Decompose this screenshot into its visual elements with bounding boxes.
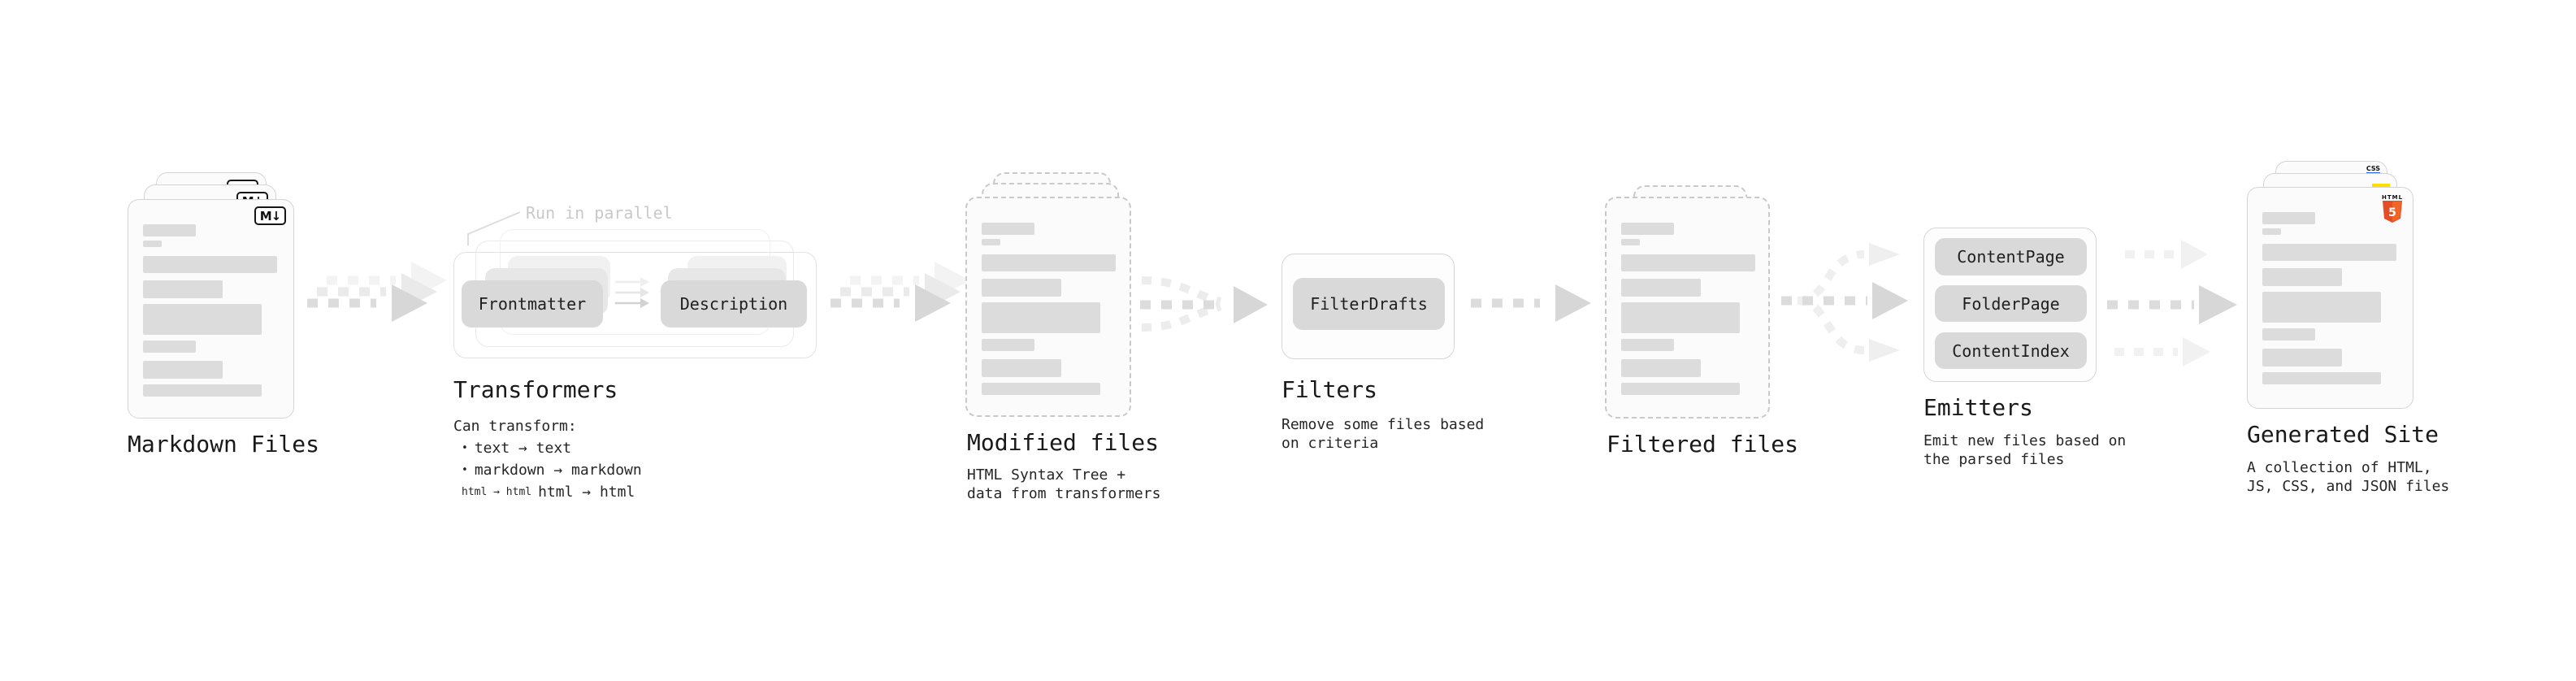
skeleton-bar bbox=[1621, 302, 1740, 333]
skeleton-bar bbox=[982, 383, 1100, 395]
skeleton-bar bbox=[143, 340, 196, 353]
skeleton-bar bbox=[143, 224, 196, 236]
filters-description: Remove some files based on criteria bbox=[1281, 415, 1484, 453]
description-line: HTML Syntax Tree + bbox=[967, 466, 1126, 484]
bullet-icon: html → html bbox=[462, 486, 532, 498]
skeleton-bar bbox=[143, 280, 223, 298]
skeleton-bar bbox=[1621, 223, 1674, 235]
transformers-description: Can transform: • text → text • markdown → … bbox=[453, 415, 642, 503]
file-skeleton bbox=[982, 223, 1116, 395]
html5-icon: HTML 5 bbox=[2382, 194, 2403, 226]
bullet-text: markdown → markdown bbox=[474, 462, 642, 479]
skeleton-bar bbox=[143, 241, 162, 247]
transformers-bullet: html → html html → html bbox=[453, 481, 642, 503]
emitters-label: Emitters bbox=[1923, 394, 2033, 421]
html5-shield: 5 bbox=[2383, 201, 2402, 223]
skeleton-bar bbox=[1621, 239, 1640, 245]
skeleton-bar bbox=[982, 359, 1061, 377]
html5-icon-text: HTML bbox=[2382, 194, 2404, 201]
skeleton-bar bbox=[2262, 268, 2342, 286]
markdown-file-card: M↓ bbox=[128, 199, 294, 419]
skeleton-bar bbox=[1621, 254, 1755, 271]
skeleton-bar bbox=[143, 304, 262, 335]
skeleton-bar bbox=[982, 302, 1100, 333]
skeleton-bar bbox=[982, 279, 1061, 297]
run-in-parallel-annotation: Run in parallel bbox=[526, 203, 673, 223]
description-line: the parsed files bbox=[1923, 451, 2065, 468]
filtered-files-label: Filtered files bbox=[1607, 431, 1799, 458]
description-line: Remove some files based bbox=[1281, 416, 1485, 433]
html-file-card: HTML 5 bbox=[2247, 187, 2413, 409]
description-pill: Description bbox=[661, 280, 807, 327]
bullet-icon: • bbox=[462, 442, 468, 454]
filters-label: Filters bbox=[1281, 376, 1378, 403]
generated-site-description: A collection of HTML, JS, CSS, and JSON … bbox=[2247, 458, 2449, 496]
folderpage-pill: FolderPage bbox=[1935, 285, 2087, 322]
transformers-bullet: • markdown → markdown bbox=[453, 459, 642, 481]
filters-card: FilterDrafts bbox=[1281, 254, 1455, 359]
skeleton-bar bbox=[2262, 328, 2315, 340]
skeleton-bar bbox=[1621, 279, 1701, 297]
transformers-subtitle: Can transform: bbox=[453, 418, 577, 435]
skeleton-bar bbox=[1621, 339, 1674, 351]
svg-text:5: 5 bbox=[2388, 206, 2396, 219]
skeleton-bar bbox=[2262, 228, 2281, 235]
skeleton-bar bbox=[2262, 244, 2396, 261]
markdown-files-label: Markdown Files bbox=[128, 431, 320, 458]
generated-site-label: Generated Site bbox=[2247, 421, 2439, 448]
description-line: A collection of HTML, bbox=[2247, 459, 2432, 476]
filterdrafts-pill: FilterDrafts bbox=[1293, 278, 1445, 330]
skeleton-bar bbox=[2262, 349, 2342, 367]
emitters-description: Emit new files based on the parsed files bbox=[1923, 432, 2126, 469]
description-line: JS, CSS, and JSON files bbox=[2247, 478, 2450, 495]
emitters-card: ContentPage FolderPage ContentIndex bbox=[1923, 228, 2097, 382]
description-line: Emit new files based on bbox=[1923, 432, 2127, 449]
skeleton-bar bbox=[143, 361, 223, 379]
skeleton-bar bbox=[982, 239, 1000, 245]
skeleton-bar bbox=[1621, 359, 1701, 377]
skeleton-bar bbox=[143, 256, 277, 273]
modified-file-card bbox=[965, 197, 1131, 417]
skeleton-bar bbox=[2262, 212, 2315, 224]
markdown-icon: M↓ bbox=[254, 206, 286, 225]
bullet-text: html → html bbox=[538, 484, 635, 501]
file-skeleton bbox=[2262, 212, 2396, 384]
contentpage-pill: ContentPage bbox=[1935, 238, 2087, 275]
frontmatter-pill: Frontmatter bbox=[462, 280, 603, 327]
skeleton-bar bbox=[143, 384, 262, 397]
skeleton-bar bbox=[2262, 292, 2381, 323]
bullet-icon: • bbox=[462, 464, 468, 476]
description-line: on criteria bbox=[1281, 435, 1379, 452]
skeleton-bar bbox=[982, 254, 1116, 271]
skeleton-bar bbox=[1621, 383, 1740, 395]
transformer-container bbox=[453, 252, 817, 358]
file-skeleton bbox=[1621, 223, 1755, 395]
skeleton-bar bbox=[982, 223, 1034, 235]
skeleton-bar bbox=[982, 339, 1034, 351]
modified-files-label: Modified files bbox=[967, 429, 1160, 456]
filtered-file-card bbox=[1605, 197, 1770, 419]
description-line: data from transformers bbox=[967, 485, 1161, 502]
transformers-label: Transformers bbox=[453, 376, 618, 403]
transformers-bullet: • text → text bbox=[453, 437, 642, 459]
skeleton-bar bbox=[2262, 372, 2381, 384]
file-skeleton bbox=[143, 224, 277, 397]
modified-files-description: HTML Syntax Tree + data from transformer… bbox=[967, 466, 1160, 503]
contentindex-pill: ContentIndex bbox=[1935, 332, 2087, 369]
bullet-text: text → text bbox=[474, 440, 572, 457]
